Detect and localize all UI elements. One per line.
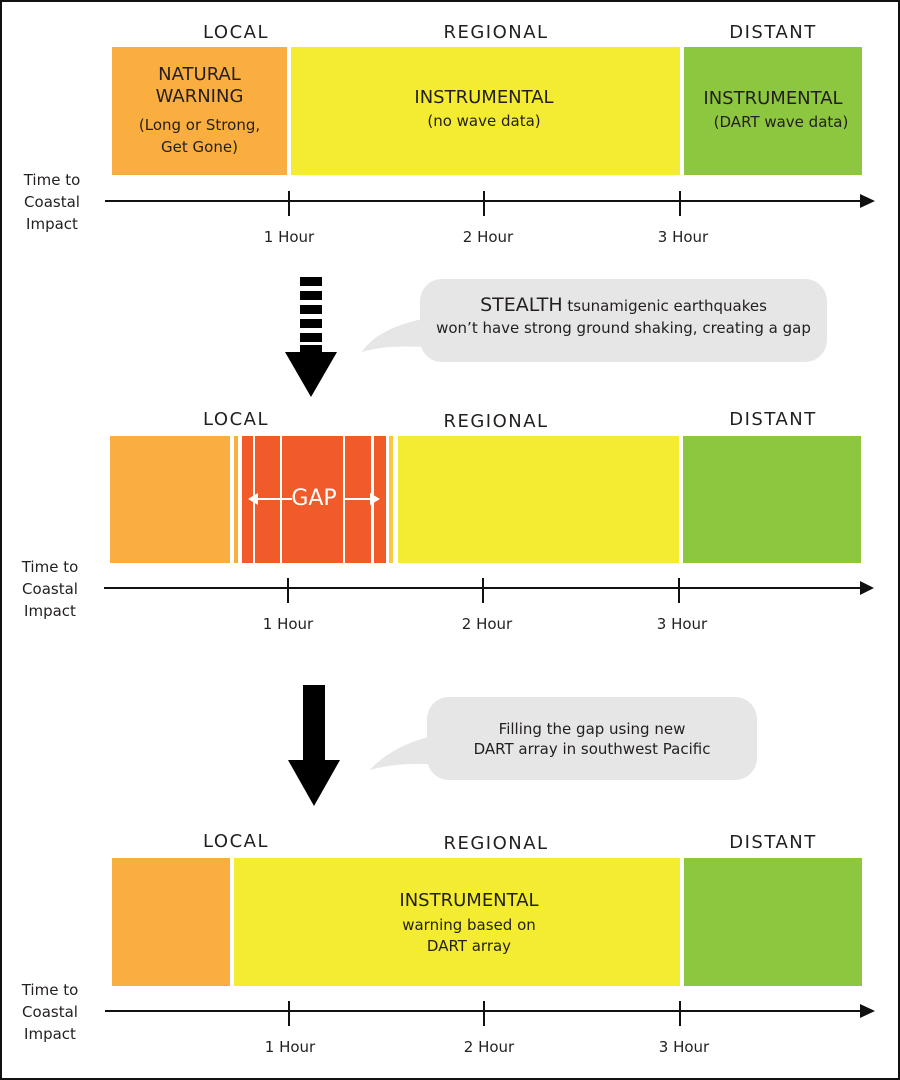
zone-label-regional: REGIONAL [443,411,549,432]
regional-block: INSTRUMENTAL warning based on DART array [234,858,680,986]
distant-title: INSTRUMENTAL [703,88,843,109]
callout-bubble-dart: Filling the gap using new DART array in … [427,697,757,780]
tick [288,191,290,216]
zone-label-local: LOCAL [203,409,269,430]
regional-title: INSTRUMENTAL [399,890,539,911]
distant-block [683,436,861,563]
local-title-2: WARNING [155,86,244,107]
bubble2-line2: DART array in southwest Pacific [473,740,711,758]
tick-label-3h: 3 Hour [658,1038,710,1056]
zone-label-regional: REGIONAL [443,833,549,854]
tick [679,1001,681,1026]
tick [287,578,289,603]
tick-label-2h: 2 Hour [461,615,513,633]
regional-sub-1: warning based on [402,916,536,934]
tick [288,1001,290,1026]
tick-label-3h: 3 Hour [656,615,708,633]
tick [483,191,485,216]
regional-block [398,436,679,563]
distant-block [684,858,862,986]
tick [483,1001,485,1026]
stealth-label: STEALTH [480,294,563,316]
gap-right-arrow-icon [344,498,372,500]
regional-sub-2: DART array [426,937,512,955]
distant-sub: (DART wave data) [713,113,849,131]
local-sub-2: Get Gone) [161,138,238,156]
bubble1-line2: won’t have strong ground shaking, creati… [436,319,811,337]
tick-label-1h: 1 Hour [263,228,315,246]
zone-label-distant: DISTANT [729,832,817,853]
tick-label-2h: 2 Hour [462,228,514,246]
callout-bubble-stealth: STEALTH tsunamigenic earthquakes won’t h… [420,279,827,362]
regional-title: INSTRUMENTAL [414,87,554,108]
axis-arrowheads [860,194,875,1018]
tick [678,578,680,603]
gap-block: GAP [242,436,386,563]
bubble2-line1: Filling the gap using new [498,720,686,738]
zone-label-distant: DISTANT [729,22,817,43]
zone-label-regional: REGIONAL [443,22,549,43]
local-block [110,436,230,563]
regional-strip [389,436,393,563]
regional-block: INSTRUMENTAL (no wave data) [291,47,680,175]
local-block [112,858,230,986]
local-title-1: NATURAL [158,64,241,85]
tick [679,191,681,216]
tick-label-3h: 3 Hour [657,228,709,246]
bubble2-tail [370,735,445,770]
local-strip [234,436,238,563]
gap-label: GAP [291,486,337,511]
tick-label-1h: 1 Hour [262,615,314,633]
local-sub-1: (Long or Strong, [138,116,261,134]
solid-down-arrow-icon [288,685,340,806]
bubble1-line1: tsunamigenic earthquakes [562,297,767,315]
tick [482,578,484,603]
zone-label-distant: DISTANT [729,409,817,430]
regional-sub: (no wave data) [427,112,541,130]
tick-label-1h: 1 Hour [264,1038,316,1056]
zone-label-local: LOCAL [203,831,269,852]
zone-label-local: LOCAL [203,22,269,43]
dashed-down-arrow-icon [285,277,337,397]
gap-left-arrow-icon [252,498,292,500]
tick-label-2h: 2 Hour [463,1038,515,1056]
distant-block: INSTRUMENTAL (DART wave data) [684,47,862,175]
